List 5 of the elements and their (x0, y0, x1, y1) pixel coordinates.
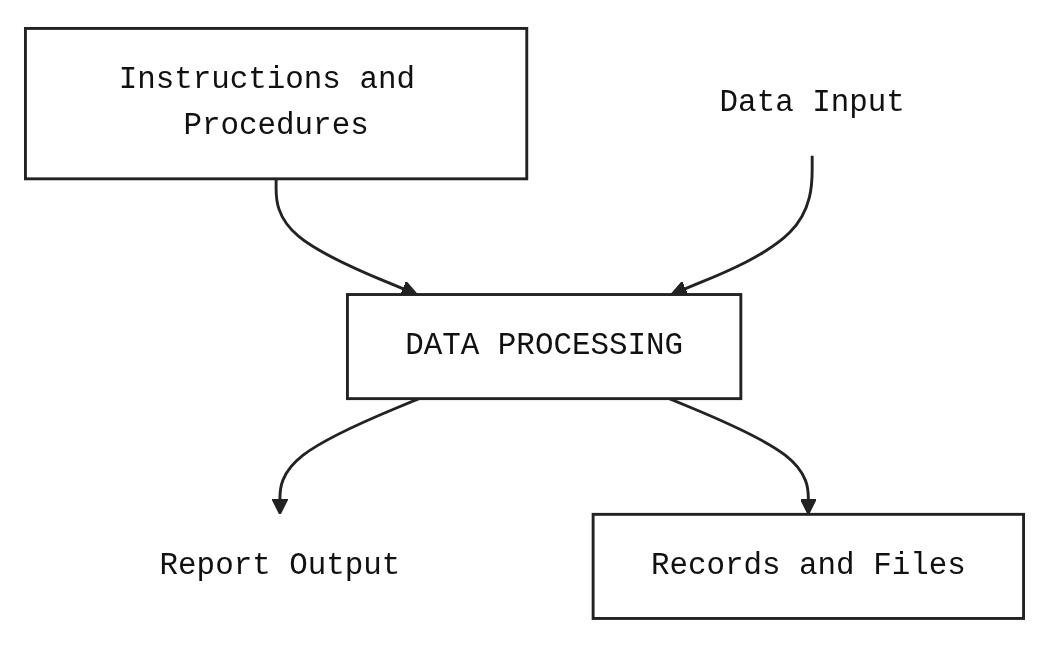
node-box: Instructions and Procedures (24, 26, 529, 180)
node-text: Data Input (719, 85, 905, 121)
node-box: Records and Files (591, 512, 1025, 620)
node-text: Report Output (159, 548, 401, 584)
node-box: DATA PROCESSING (346, 292, 743, 400)
